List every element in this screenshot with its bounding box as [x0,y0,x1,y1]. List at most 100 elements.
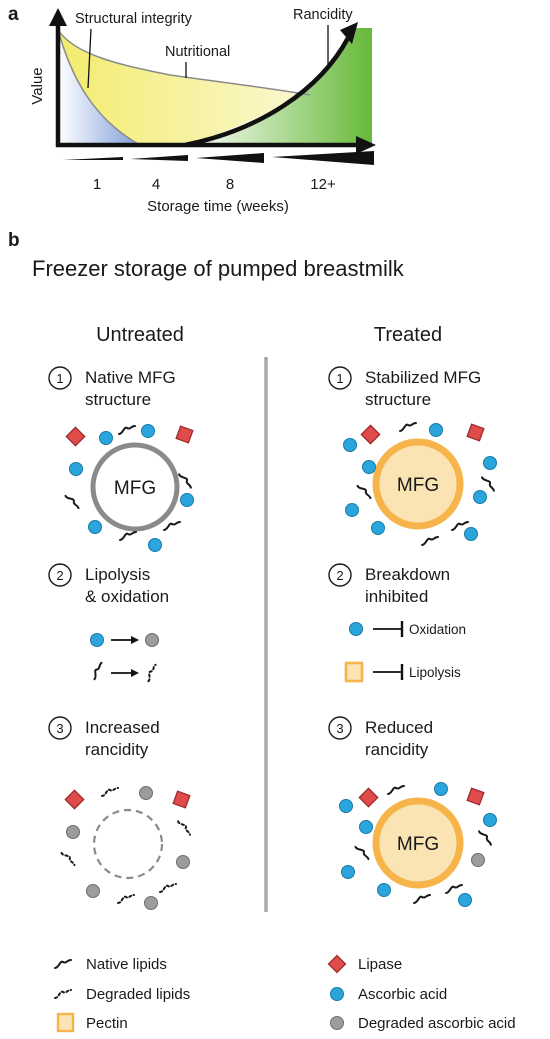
lipase-icon [360,424,381,445]
degraded-lipid-icon [101,787,119,797]
treated-step-2: 2 Breakdown inhibited [328,563,450,606]
time-wedge-8 [196,153,264,163]
ascorbic-acid-icon [362,460,376,474]
svg-text:& oxidation: & oxidation [85,587,169,606]
ascorbic-acid-icon [345,503,359,517]
svg-text:2: 2 [336,568,343,583]
ascorbic-acid-icon [90,633,104,647]
svg-text:rancidity: rancidity [85,740,149,759]
legend-ascorbic-acid-icon [330,987,344,1001]
degraded-ascorbic-acid-icon [144,896,158,910]
svg-text:2: 2 [56,568,63,583]
mfg-label: MFG [114,478,156,499]
native-lipid-icon [356,482,372,502]
lipase-icon [65,426,86,447]
ascorbic-acid-icon [371,521,385,535]
ascorbic-acid-icon [180,493,194,507]
rancidity-curve [184,36,350,148]
svg-text:Lipolysis: Lipolysis [85,565,150,584]
native-lipid-icon [387,785,405,795]
native-lipid-icon [421,536,439,546]
legend-native-lipids: Native lipids [86,956,167,973]
nutritional-curve [57,29,311,96]
rancidity-area [185,28,372,145]
svg-text:Breakdown: Breakdown [365,565,450,584]
panel-a: a Structural integrity Nutritional Ranci… [8,4,376,215]
ascorbic-acid-icon [434,782,448,796]
ascorbic-acid-icon [429,423,443,437]
svg-text:Increased: Increased [85,718,160,737]
oxidation-label: Oxidation [409,622,466,637]
lipase-icon [466,423,485,442]
ascorbic-acid-icon [458,893,472,907]
lipase-icon [172,790,191,809]
ascorbic-acid-icon [359,820,373,834]
mfg-label: MFG [397,834,439,855]
ascorbic-acid-icon [341,865,355,879]
legend-degraded-ascorbic-acid: Degraded ascorbic acid [358,1015,516,1032]
native-lipid-icon [451,521,469,531]
svg-text:1: 1 [56,371,63,386]
legend-degraded-ascorbic-acid-icon [330,1016,344,1030]
ascorbic-acid-icon [99,431,113,445]
untreated-heading: Untreated [96,324,184,346]
svg-text:structure: structure [365,390,431,409]
native-lipid-icon [119,531,137,541]
legend-lipase-icon [327,954,347,974]
svg-text:1: 1 [336,371,343,386]
svg-text:inhibited: inhibited [365,587,428,606]
untreated-step-2: 2 Lipolysis & oxidation [48,563,169,606]
untreated-lipolysis-oxidation-diagram [88,633,162,683]
ascorbic-acid-icon [349,622,363,636]
time-wedge-1 [63,157,123,160]
legend-lipase: Lipase [358,956,402,973]
legend-native-lipids-icon [54,959,72,969]
treated-step-3: 3 Reduced rancidity [328,716,433,759]
treated-reduced-rancidity-diagram: MFG [339,782,497,907]
native-lipid-icon [399,422,417,432]
native-lipid-icon [445,884,463,894]
svg-text:3: 3 [336,721,343,736]
mfg-label: MFG [397,475,439,496]
mfg-membrane-ring [90,442,180,532]
native-lipid-icon [64,492,80,512]
degraded-lipid-icon [177,818,191,838]
legend-pectin: Pectin [86,1015,128,1032]
svg-text:structure: structure [85,390,151,409]
tick-12-plus: 12+ [310,176,336,193]
rancidity-label: Rancidity [293,7,353,23]
lipase-icon [64,789,85,810]
broken-mfg-ring [92,808,164,880]
y-axis-label: Value [29,67,46,104]
ascorbic-acid-icon [339,799,353,813]
native-lipid-icon [481,474,495,494]
native-lipid-icon [354,843,370,863]
native-lipid-icon [478,828,492,848]
pectin-coated-mfg [372,438,464,530]
lipase-icon [466,787,485,806]
y-axis-arrowhead [49,8,67,26]
nutritional-area [58,30,310,145]
lipolysis-label: Lipolysis [409,665,461,680]
degraded-lipid-icon [117,894,135,904]
structural-integrity-curve [57,29,141,146]
svg-text:Reduced: Reduced [365,718,433,737]
untreated-increased-rancidity-diagram [60,786,191,910]
degraded-lipid-icon [60,849,76,869]
ascorbic-acid-icon [69,462,83,476]
svg-text:rancidity: rancidity [365,740,429,759]
untreated-step-1: 1 Native MFG structure [48,366,176,409]
ascorbic-acid-icon [473,490,487,504]
lipase-icon [175,425,194,444]
svg-text:Native MFG: Native MFG [85,368,176,387]
ascorbic-acid-icon [141,424,155,438]
legend-degraded-lipids-icon [54,989,72,999]
treated-breakdown-inhibited-diagram: Oxidation Lipolysis [344,621,466,683]
native-lipid-icon [178,471,192,491]
ascorbic-acid-icon [148,538,162,552]
degraded-ascorbic-acid-icon [86,884,100,898]
panel-a-letter: a [8,4,19,25]
rancidity-arrowhead [340,22,358,44]
time-wedge-12 [272,151,374,165]
